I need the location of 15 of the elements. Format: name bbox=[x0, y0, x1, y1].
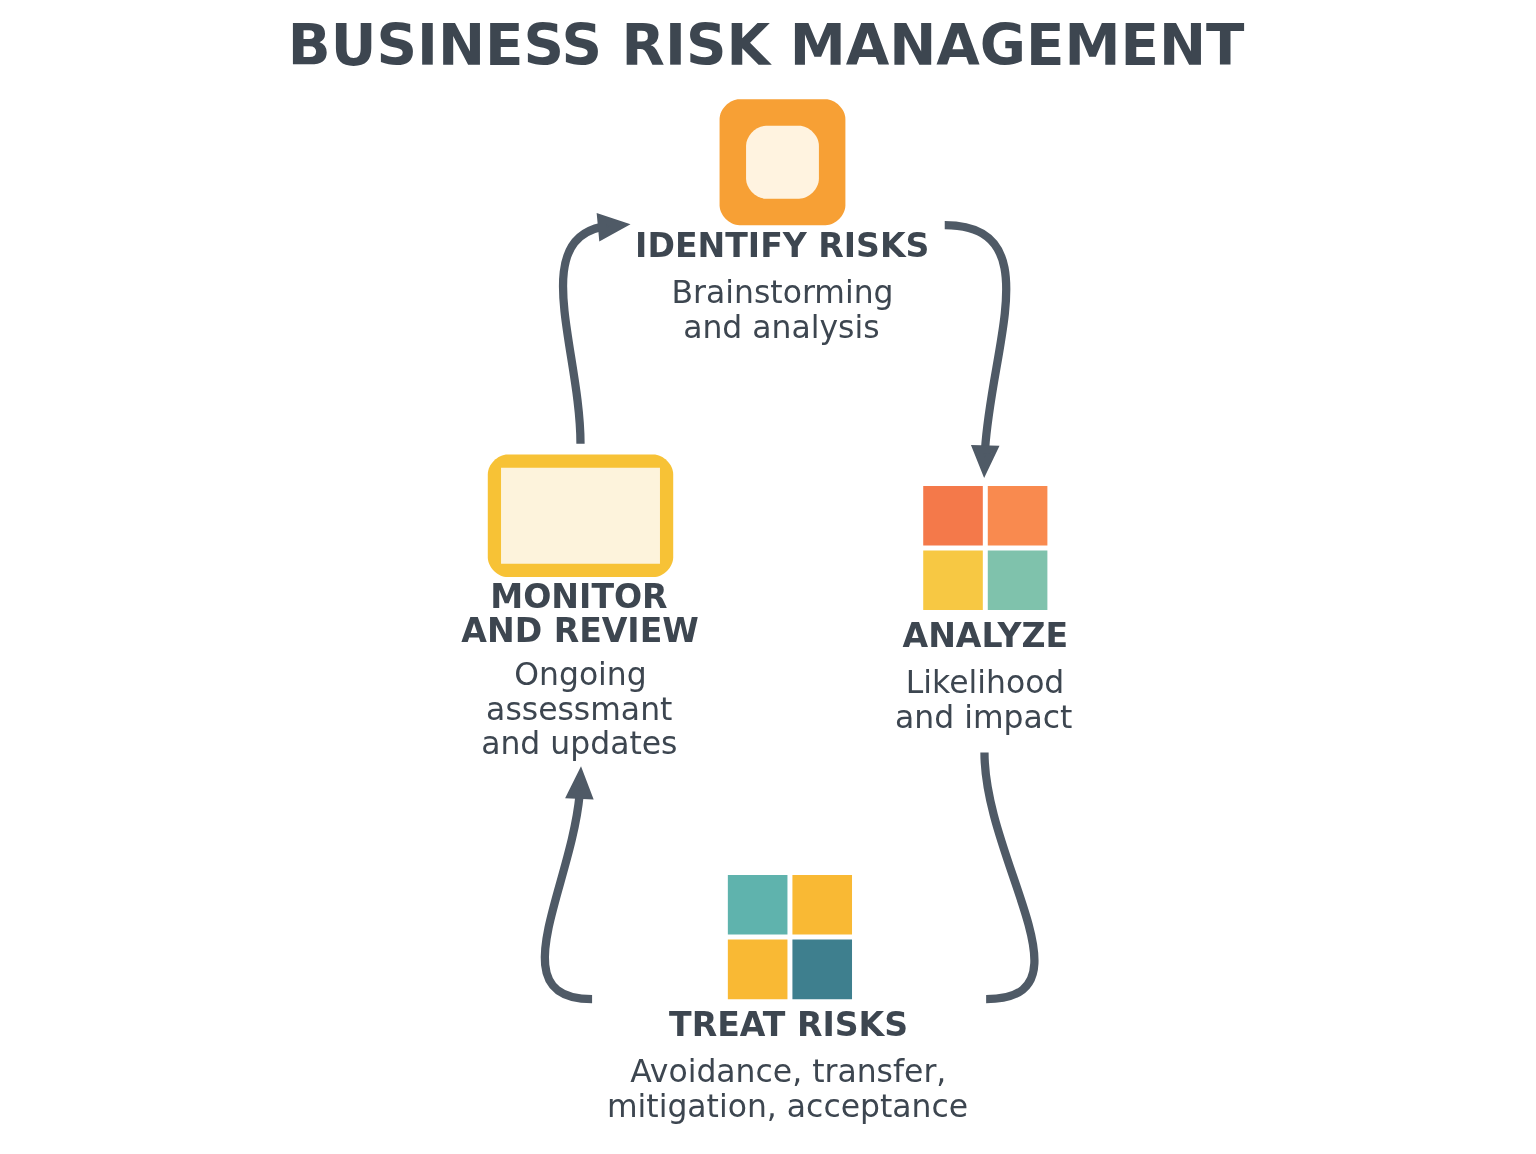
node-label: IDENTIFY RISKS bbox=[635, 225, 930, 265]
diagram-title: BUSINESS RISK MANAGEMENT bbox=[287, 12, 1245, 78]
node-label: MONITOR AND REVIEW bbox=[461, 577, 699, 650]
arrow bbox=[944, 221, 1011, 479]
node-label: TREAT RISKS bbox=[669, 1004, 909, 1044]
node-label: Avoidance, transfer, mitigation, acceptance bbox=[606, 1053, 969, 1125]
arrow bbox=[558, 213, 631, 444]
node-label: Ongoing assessmant and updates bbox=[481, 655, 678, 762]
node-label: Likelihood and impact bbox=[895, 664, 1073, 735]
node-label: Brainstorming and analysis bbox=[671, 274, 894, 346]
node-box bbox=[719, 99, 846, 226]
node-label: ANALYZE bbox=[902, 615, 1069, 655]
arrow bbox=[540, 766, 594, 1004]
node-box bbox=[487, 454, 674, 577]
connector bbox=[980, 752, 1039, 1004]
